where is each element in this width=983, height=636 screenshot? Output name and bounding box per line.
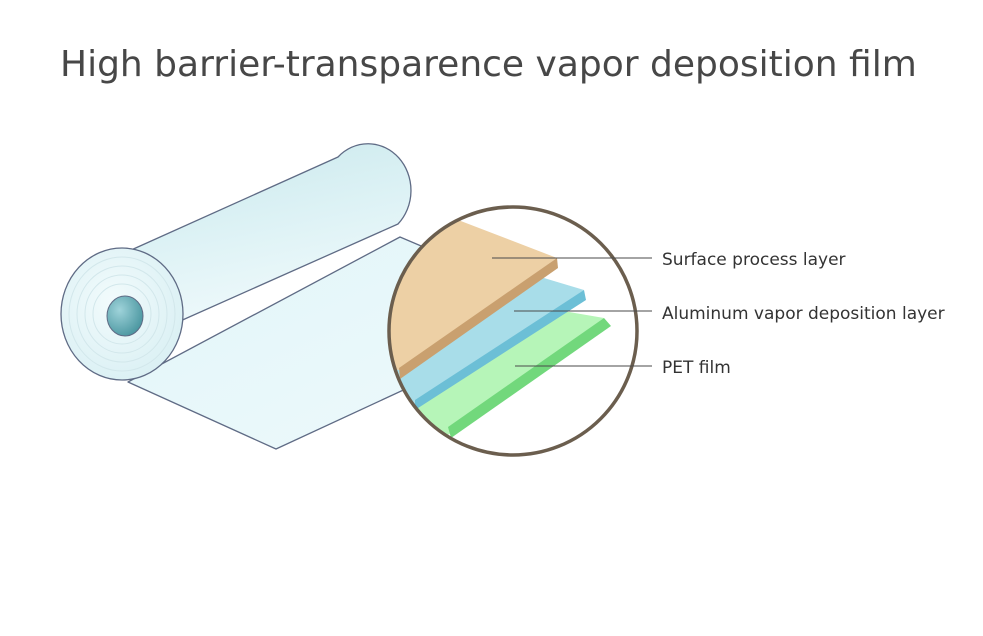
magnifier <box>387 205 639 457</box>
label-surface-process-layer: Surface process layer <box>662 250 846 270</box>
roll-core <box>106 295 144 337</box>
diagram-title: High barrier-transparence vapor depositi… <box>60 44 917 85</box>
magnifier-ring <box>387 205 639 457</box>
label-aluminum-vapor-deposition-layer: Aluminum vapor deposition layer <box>662 304 945 324</box>
surface-layer <box>389 207 557 370</box>
label-pet-film: PET film <box>662 358 731 378</box>
film-roll-body <box>119 143 412 323</box>
film-roll-end <box>60 247 184 381</box>
